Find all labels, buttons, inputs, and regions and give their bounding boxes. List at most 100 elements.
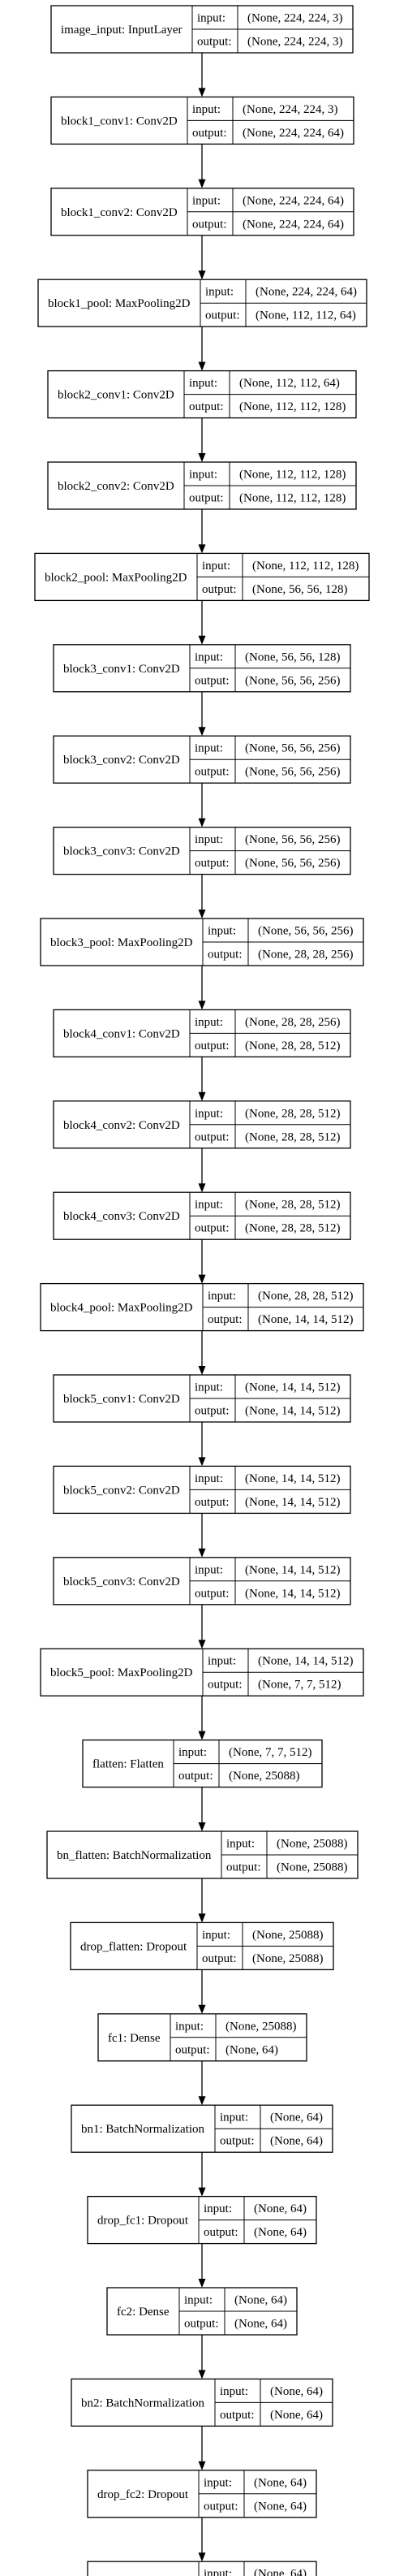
input-shape: (None, 25088) — [277, 1838, 347, 1851]
input-port-label: input: — [178, 1746, 207, 1759]
input-shape: (None, 28, 28, 512) — [245, 1107, 340, 1120]
layer-node: drop_flatten: Dropoutinput:output:(None,… — [70, 1921, 334, 1971]
connector-arrow — [198, 417, 206, 462]
output-shape: (None, 112, 112, 128) — [239, 400, 346, 413]
input-port-label: input: — [204, 2476, 232, 2489]
output-port-label: output: — [220, 2409, 255, 2422]
output-shape: (None, 56, 56, 256) — [245, 857, 340, 870]
output-shape: (None, 25088) — [277, 1861, 347, 1874]
input-port-label: input: — [202, 560, 230, 573]
input-shape: (None, 224, 224, 3) — [243, 103, 337, 116]
input-shape: (None, 28, 28, 512) — [245, 1199, 340, 1212]
input-port-label: input: — [195, 742, 223, 755]
connector-arrow — [198, 1787, 206, 1831]
layer-node: block4_conv1: Conv2Dinput:output:(None, … — [53, 1009, 351, 1058]
layer-node: block2_pool: MaxPooling2Dinput:output:(N… — [34, 552, 370, 602]
input-port-label: input: — [195, 650, 223, 663]
input-shape: (None, 64) — [270, 2385, 323, 2398]
connector-arrow — [198, 966, 206, 1010]
layer-node: block5_conv2: Conv2Dinput:output:(None, … — [53, 1465, 351, 1515]
connector-arrow — [198, 2060, 206, 2106]
input-shape: (None, 14, 14, 512) — [245, 1381, 340, 1394]
layer-name: block4_pool: MaxPooling2D — [50, 1302, 193, 1315]
output-shape: (None, 64) — [270, 2409, 323, 2422]
layer-name: drop_fc1: Dropout — [97, 2215, 189, 2228]
input-port-label: input: — [184, 2294, 213, 2307]
input-port-label: input: — [195, 1563, 223, 1576]
layer-name: block3_conv2: Conv2D — [63, 754, 180, 767]
output-port-label: output: — [204, 2226, 238, 2239]
layer-node: block1_conv1: Conv2Dinput:output:(None, … — [50, 96, 354, 145]
layer-name: fc1: Dense — [108, 2032, 161, 2045]
layer-name: block5_pool: MaxPooling2D — [50, 1666, 193, 1679]
layer-node: block3_conv2: Conv2Dinput:output:(None, … — [53, 735, 351, 784]
input-shape: (None, 112, 112, 64) — [239, 377, 340, 390]
output-port-label: output: — [195, 1222, 230, 1235]
output-shape: (None, 56, 56, 256) — [245, 766, 340, 779]
input-port-label: input: — [195, 1107, 223, 1120]
input-port-label: input: — [202, 1929, 230, 1942]
output-port-label: output: — [202, 1952, 237, 1965]
connector-arrow — [198, 1330, 206, 1375]
connector-arrow — [198, 326, 206, 371]
output-shape: (None, 25088) — [229, 1770, 299, 1783]
input-port-label: input: — [192, 194, 221, 207]
input-port-label: input: — [189, 469, 217, 482]
connector-arrow — [198, 144, 206, 188]
layer-name: block3_conv3: Conv2D — [63, 845, 180, 858]
connector-arrow — [198, 509, 206, 554]
output-shape: (None, 64) — [270, 2135, 323, 2148]
layer-node: block3_pool: MaxPooling2Dinput:output:(N… — [40, 918, 364, 966]
layer-node: block3_conv1: Conv2Dinput:output:(None, … — [53, 644, 351, 693]
layer-name: block4_conv2: Conv2D — [63, 1119, 180, 1132]
input-port-label: input: — [208, 925, 236, 938]
connector-arrow — [198, 2426, 206, 2470]
layer-node: block1_conv2: Conv2Dinput:output:(None, … — [50, 188, 354, 236]
input-shape: (None, 224, 224, 64) — [256, 286, 357, 299]
connector-arrow — [198, 1148, 206, 1193]
layer-node: block5_pool: MaxPooling2Dinput:output:(N… — [40, 1648, 364, 1696]
layer-node: block4_conv2: Conv2Dinput:output:(None, … — [53, 1100, 351, 1149]
layer-name: fc2: Dense — [117, 2306, 170, 2319]
output-port-label: output: — [202, 583, 237, 596]
input-port-label: input: — [220, 2111, 248, 2124]
layer-name: block1_pool: MaxPooling2D — [48, 297, 191, 310]
output-shape: (None, 224, 224, 64) — [243, 127, 344, 140]
connector-arrow — [198, 2243, 206, 2288]
input-shape: (None, 25088) — [252, 1929, 323, 1942]
layer-name: bn1: BatchNormalization — [81, 2123, 205, 2136]
output-port-label: output: — [195, 674, 230, 687]
connector-arrow — [198, 1422, 206, 1467]
output-port-label: output: — [195, 1587, 230, 1600]
output-port-label: output: — [178, 1770, 213, 1783]
connector-arrow — [198, 53, 206, 97]
output-port-label: output: — [195, 1039, 230, 1052]
input-shape: (None, 56, 56, 256) — [245, 833, 340, 846]
input-port-label: input: — [197, 12, 225, 25]
output-shape: (None, 14, 14, 512) — [245, 1496, 340, 1509]
layer-name: image_input: InputLayer — [61, 24, 183, 37]
input-port-label: input: — [195, 1472, 223, 1485]
output-port-label: output: — [184, 2318, 219, 2331]
layer-name: block1_conv2: Conv2D — [61, 206, 178, 219]
output-shape: (None, 64) — [234, 2318, 287, 2331]
connector-arrow — [198, 691, 206, 737]
layer-node: bn_flatten: BatchNormalizationinput:outp… — [46, 1830, 359, 1879]
input-shape: (None, 14, 14, 512) — [245, 1563, 340, 1576]
output-port-label: output: — [192, 127, 227, 140]
connector-arrow — [198, 2517, 206, 2562]
layer-name: drop_fc2: Dropout — [97, 2488, 189, 2501]
connector-arrow — [198, 2152, 206, 2197]
input-shape: (None, 25088) — [225, 2020, 296, 2033]
output-shape: (None, 28, 28, 512) — [245, 1222, 340, 1235]
output-port-label: output: — [208, 949, 243, 962]
input-port-label: input: — [204, 2568, 232, 2576]
input-shape: (None, 14, 14, 512) — [258, 1655, 353, 1668]
output-shape: (None, 14, 14, 512) — [258, 1313, 353, 1326]
output-shape: (None, 7, 7, 512) — [258, 1679, 341, 1692]
input-shape: (None, 56, 56, 256) — [258, 925, 353, 938]
